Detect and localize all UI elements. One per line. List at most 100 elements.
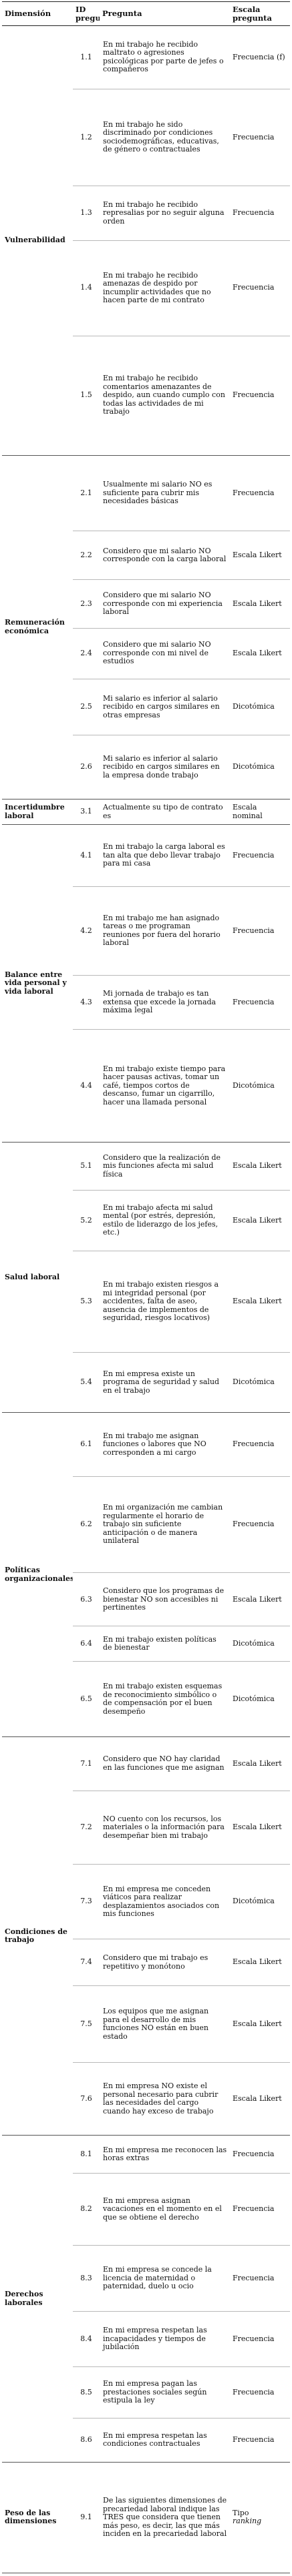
question-id-cell: 4.4 [73, 1029, 100, 1143]
question-text-cell: En mi trabajo existen riesgos a mi integ… [100, 1251, 230, 1353]
question-text-cell: En mi empresa asignan vacaciones en el m… [100, 2173, 230, 2246]
question-id-cell: 1.5 [73, 336, 100, 456]
question-text-cell: En mi empresa pagan las prestaciones soc… [100, 2366, 230, 2419]
dimension-cell: Salud laboral [2, 1142, 73, 1413]
scale-cell: Escala Likert [230, 579, 290, 629]
question-id-cell: 8.2 [73, 2173, 100, 2246]
question-id-cell: 2.1 [73, 455, 100, 532]
question-id-cell: 7.5 [73, 1985, 100, 2063]
scale-cell: Frecuencia [230, 2135, 290, 2174]
dimension-cell: Peso de las dimensiones [2, 2462, 73, 2574]
scale-cell: Frecuencia [230, 455, 290, 532]
scale-cell: Frecuencia [230, 186, 290, 241]
scale-cell: Escala Likert [230, 628, 290, 679]
scale-cell: Dicotómica [230, 1029, 290, 1143]
scale-cell: Frecuencia (f) [230, 25, 290, 89]
question-id-cell: 1.1 [73, 25, 100, 89]
scale-text: Tipo [233, 2508, 249, 2517]
question-id-cell: 2.4 [73, 628, 100, 679]
dimension-cell: Remuneración económica [2, 455, 73, 800]
question-id-cell: 6.2 [73, 1476, 100, 1574]
scale-cell: Escala Likert [230, 1939, 290, 1987]
question-text-cell: Usualmente mi salario NO es suficiente p… [100, 455, 230, 532]
question-id-cell: 5.1 [73, 1142, 100, 1191]
question-id-cell: 9.1 [73, 2462, 100, 2574]
question-text-cell: En mi trabajo existe tiempo para hacer p… [100, 1029, 230, 1143]
scale-cell: Frecuencia [230, 2366, 290, 2419]
question-id-cell: 8.6 [73, 2418, 100, 2463]
question-text-cell: En mi trabajo me asignan funciones o lab… [100, 1412, 230, 1478]
question-id-cell: 7.1 [73, 1736, 100, 1791]
scale-cell: Frecuencia [230, 336, 290, 456]
scale-cell: Dicotómica [230, 1626, 290, 1662]
question-text-cell: En mi trabajo la carga laboral es tan al… [100, 824, 230, 888]
question-text-cell: En mi empresa existe un programa de segu… [100, 1352, 230, 1413]
scale-cell: Dicotómica [230, 1864, 290, 1940]
question-id-cell: 2.3 [73, 579, 100, 629]
question-id-cell: 5.4 [73, 1352, 100, 1413]
question-id-cell: 4.2 [73, 886, 100, 976]
question-id-cell: 5.2 [73, 1190, 100, 1252]
scale-cell: Frecuencia [230, 2173, 290, 2246]
scale-cell: Frecuencia [230, 2245, 290, 2312]
question-text-cell: Considero que mi trabajo es repetitivo y… [100, 1939, 230, 1987]
scale-cell: Escala Likert [230, 1736, 290, 1791]
scale-text-italic: ranking [233, 2517, 262, 2526]
dimension-cell: Incertidumbre laboral [2, 799, 73, 826]
question-id-cell: 6.3 [73, 1572, 100, 1627]
scale-cell: Dicotómica [230, 1352, 290, 1413]
question-text-cell: Considero que la realización de mis func… [100, 1142, 230, 1191]
question-text-cell: En mi empresa me conceden viáticos para … [100, 1864, 230, 1940]
question-text-cell: Actualmente su tipo de contrato es [100, 799, 230, 826]
question-id-cell: 3.1 [73, 799, 100, 826]
question-text-cell: NO cuento con los recursos, los material… [100, 1791, 230, 1865]
question-id-cell: 8.3 [73, 2245, 100, 2312]
question-id-cell: 4.3 [73, 975, 100, 1030]
question-id-cell: 7.3 [73, 1864, 100, 1940]
scale-cell: Frecuencia [230, 824, 290, 888]
scale-cell: Escala Likert [230, 1572, 290, 1627]
question-text-cell: Considero que mi salario NO corresponde … [100, 579, 230, 629]
dimension-cell: Balance entre vida personal y vida labor… [2, 824, 73, 1143]
dimension-cell: Vulnerabilidad [2, 25, 73, 456]
scale-cell: Escala Likert [230, 531, 290, 581]
scale-cell: Dicotómica [230, 679, 290, 736]
scale-cell: Frecuencia [230, 2311, 290, 2368]
question-text-cell: En mi trabajo he sido discriminado por c… [100, 89, 230, 187]
question-text-cell: Considero que los programas de bienestar… [100, 1572, 230, 1627]
question-id-cell: 7.6 [73, 2062, 100, 2136]
scale-cell: Escala Likert [230, 1985, 290, 2063]
question-id-cell: 6.4 [73, 1626, 100, 1662]
question-id-cell: 8.1 [73, 2135, 100, 2174]
question-id-cell: 1.2 [73, 89, 100, 187]
